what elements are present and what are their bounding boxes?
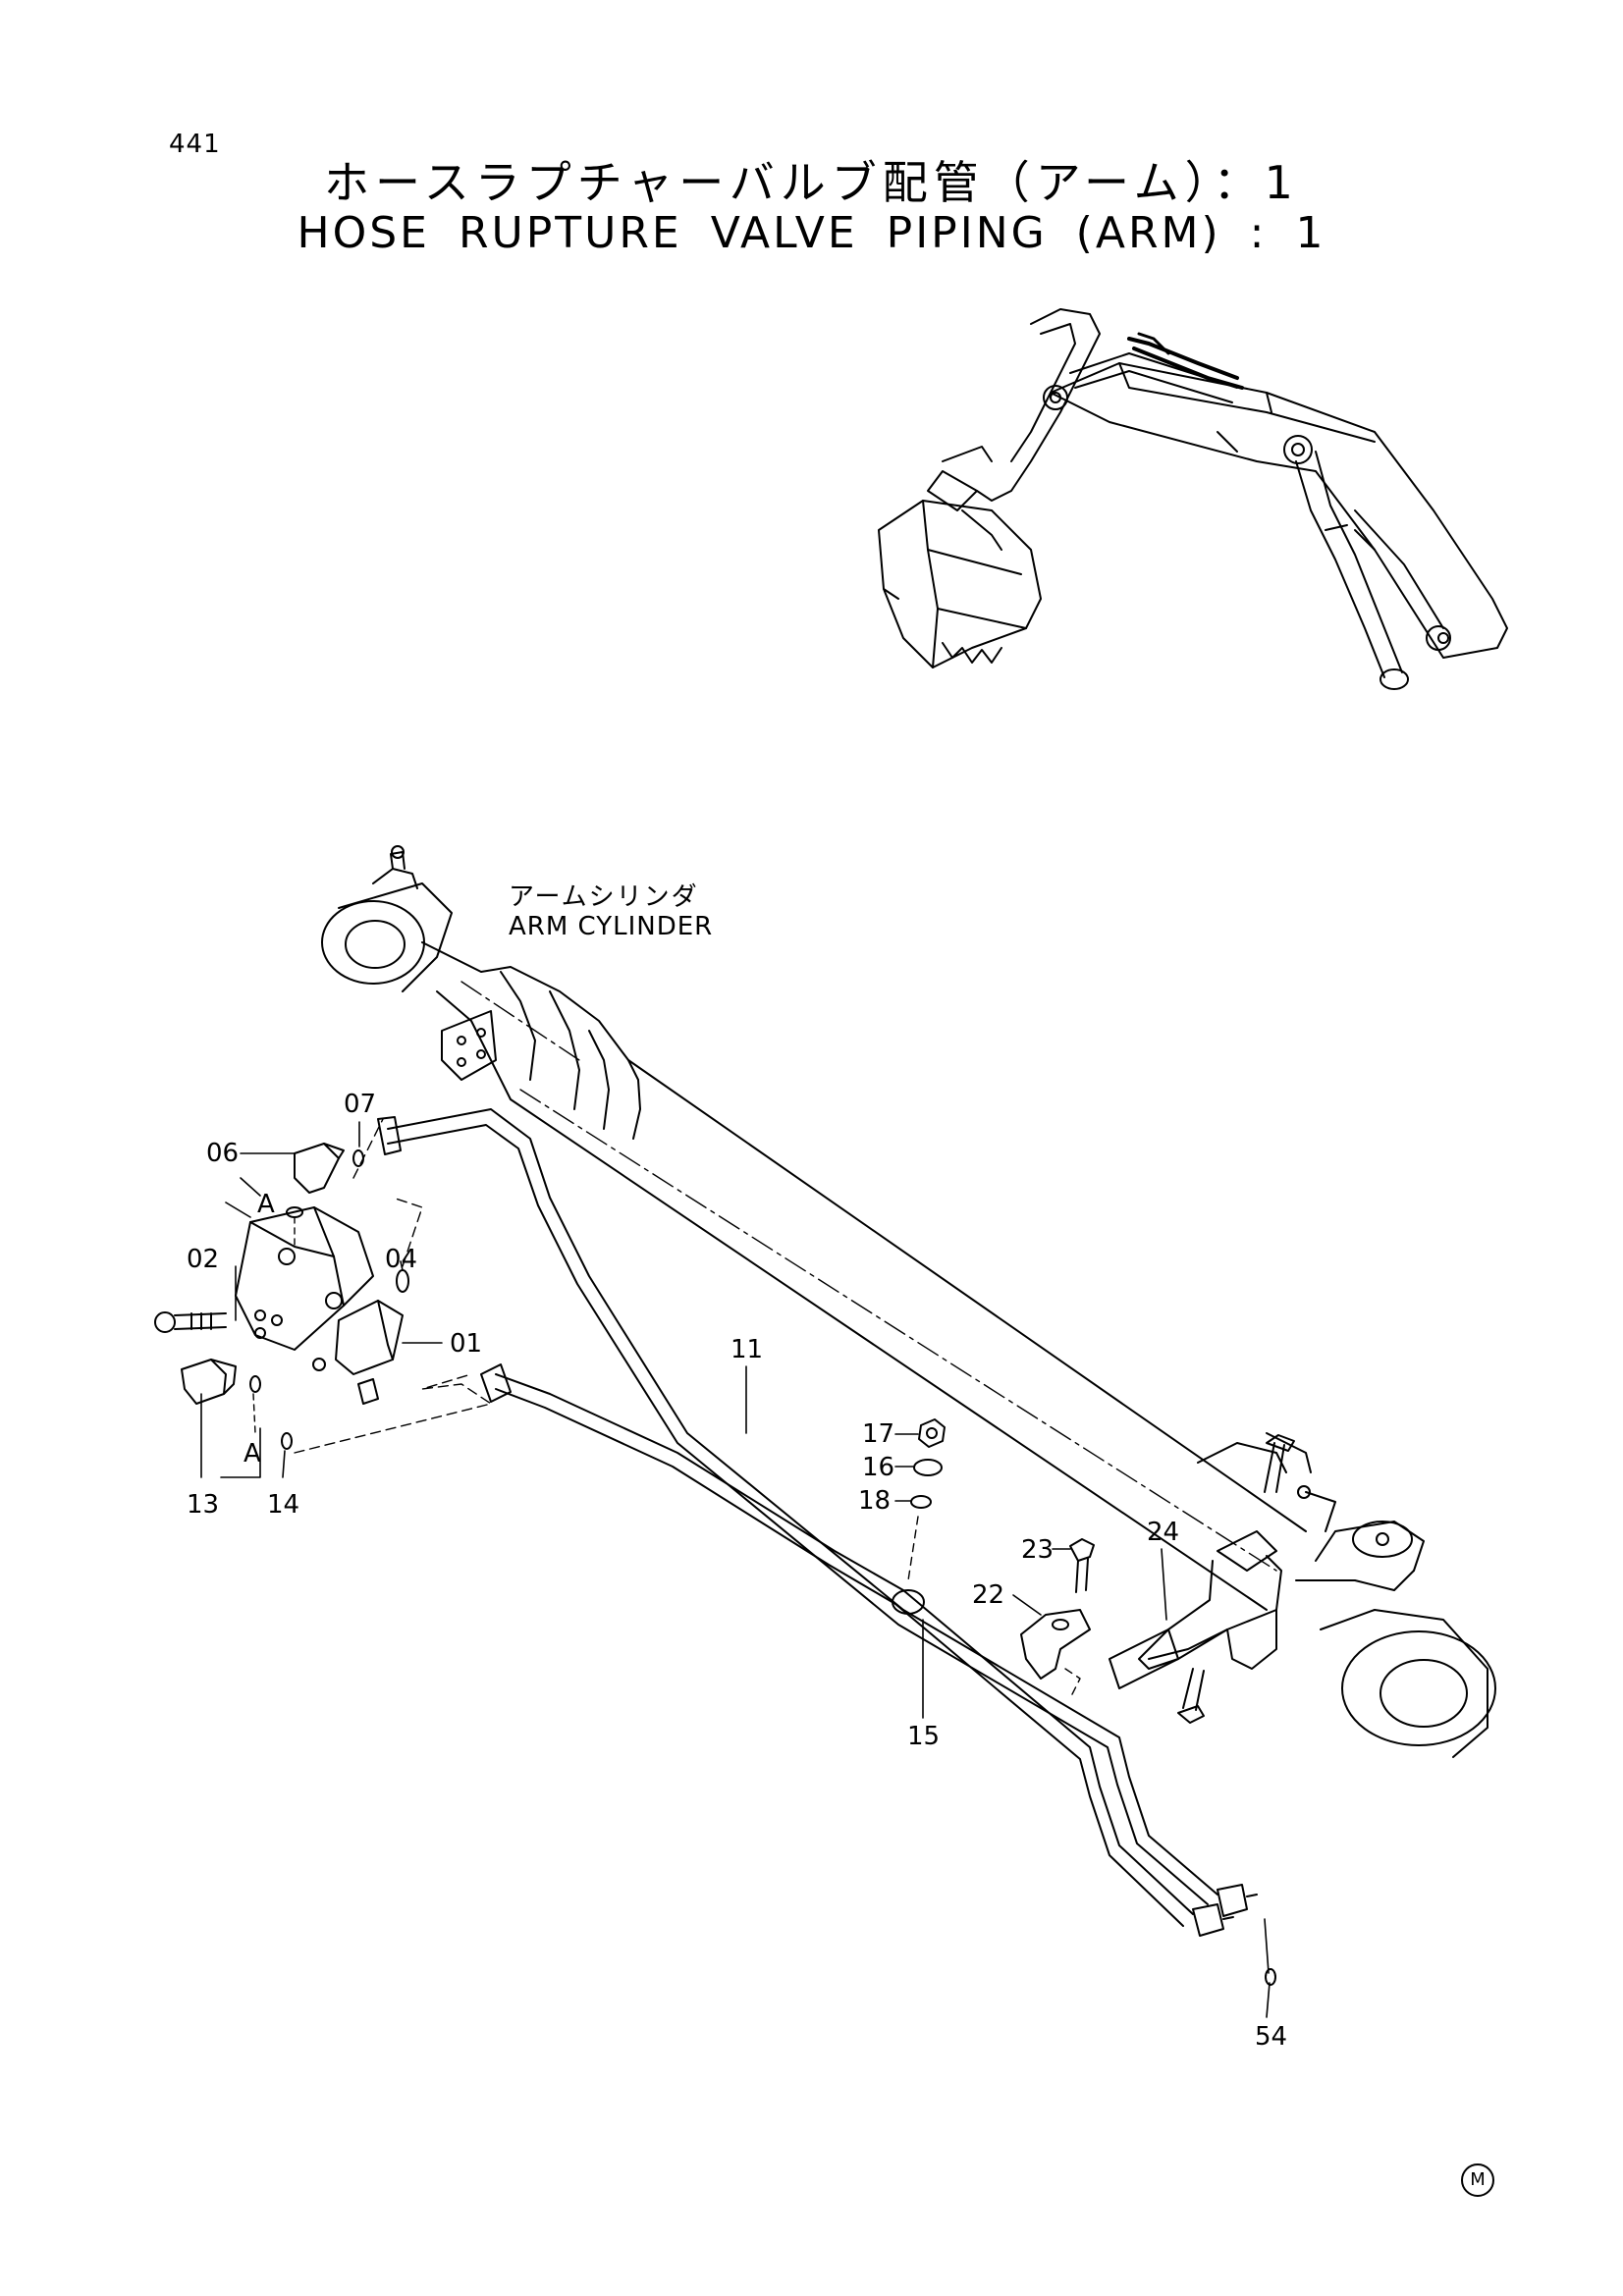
page-number: 441 [169,130,221,159]
part-label-a-lower[interactable]: A [243,1439,261,1468]
part-label-02[interactable]: 02 [187,1245,220,1274]
part-label-07[interactable]: 07 [344,1090,377,1119]
title-english: HOSE RUPTURE VALVE PIPING (ARM) : 1 [297,208,1326,258]
part-label-24[interactable]: 24 [1147,1518,1180,1547]
part-label-18[interactable]: 18 [858,1486,892,1516]
clamp-parts-drawing [908,1419,1094,1698]
part-label-54[interactable]: 54 [1255,2022,1288,2052]
part-label-06[interactable]: 06 [206,1139,240,1168]
part-label-11[interactable]: 11 [730,1335,764,1364]
part-label-01[interactable]: 01 [450,1329,483,1359]
leader-lines [201,1122,1270,2017]
part-label-15[interactable]: 15 [907,1722,941,1751]
part-label-22[interactable]: 22 [972,1580,1005,1610]
arm-cylinder-label-en: ARM CYLINDER [509,912,714,941]
pipe-drawing [378,1109,1257,1936]
part-label-23[interactable]: 23 [1021,1535,1055,1565]
o-ring-54-shape [1266,1969,1275,1985]
arm-cylinder-drawing [322,846,1495,1757]
part-label-14[interactable]: 14 [267,1490,300,1520]
manual-mark: M [1461,2163,1494,2197]
rupture-valve-drawing [155,1119,491,1453]
title-japanese: ホースラプチャーバルブ配管（アーム）：1 [324,156,1299,209]
part-label-04[interactable]: 04 [385,1245,418,1274]
part-label-13[interactable]: 13 [187,1490,220,1520]
part-label-a-upper[interactable]: A [257,1190,275,1219]
arm-cylinder-label-jp: アームシリンダ [509,882,699,912]
part-label-17[interactable]: 17 [862,1419,895,1449]
clamp-band-drawing [1109,1435,1294,1723]
excavator-overview-drawing [879,309,1507,689]
part-label-16[interactable]: 16 [862,1453,895,1482]
